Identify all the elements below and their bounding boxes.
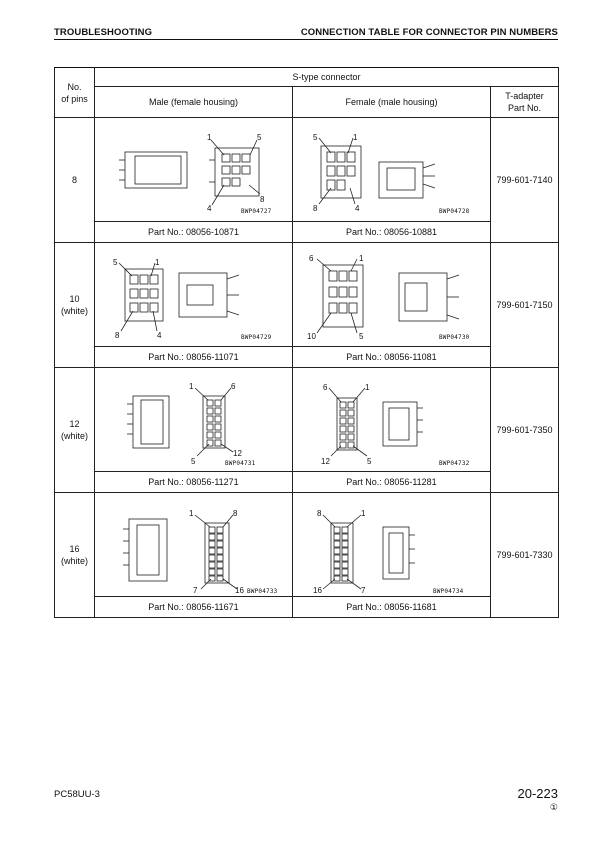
male-connector-figure: 1 6 5 12 BWP04731 <box>94 367 293 472</box>
pin-label: 5 <box>257 133 262 142</box>
female-part-number: Part No.: 08056-11081 <box>292 346 491 368</box>
figure-code: BWP04733 <box>247 588 278 595</box>
male-connector-figure: 5 1 8 4 BWP04729 <box>94 242 293 347</box>
pin-color: (white) <box>60 431 88 441</box>
figure-code: BWP04734 <box>433 588 464 595</box>
pin-label: 6 <box>231 382 236 391</box>
male-part-number: Part No.: 08056-10871 <box>94 221 293 243</box>
male-connector-drawing: 5 1 8 4 BWP04729 <box>113 258 272 341</box>
female-part-number: Part No.: 08056-10881 <box>292 221 491 243</box>
pin-color: (white) <box>60 556 88 566</box>
table-row: 12 (white) 1 6 5 12 BWP04731 <box>54 367 559 493</box>
pin-label: 4 <box>355 204 360 213</box>
female-connector-figure: 6 1 10 5 BWP04730 <box>292 242 491 347</box>
female-connector-drawing: 8 1 16 7 BWP04734 <box>313 509 464 595</box>
pin-label: 1 <box>359 254 364 263</box>
connector-table: No. of pins S-type connector Male (femal… <box>54 67 559 618</box>
figure-code: BWP04729 <box>241 334 272 341</box>
male-part-number: Part No.: 08056-11271 <box>94 471 293 493</box>
col-header-pins: No. of pins <box>54 67 95 118</box>
pin-label: 1 <box>365 383 370 392</box>
header-rule <box>54 39 558 40</box>
pin-count-cell: 16 (white) <box>54 492 95 618</box>
col-header-female: Female (male housing) <box>292 86 491 118</box>
pin-label: 5 <box>113 258 118 267</box>
col-header-pins-line2: of pins <box>61 93 88 104</box>
pin-label: 7 <box>361 586 366 595</box>
pin-label: 4 <box>207 204 212 213</box>
female-connector-figure: 6 1 12 5 BWP04732 <box>292 367 491 472</box>
pin-label: 12 <box>233 449 242 458</box>
male-part-number: Part No.: 08056-11071 <box>94 346 293 368</box>
female-connector-figure: 8 1 16 7 BWP04734 <box>292 492 491 597</box>
female-part-number: Part No.: 08056-11281 <box>292 471 491 493</box>
pin-label: 8 <box>233 509 238 518</box>
pin-color: (white) <box>60 306 88 316</box>
pin-label: 4 <box>157 331 162 340</box>
pin-label: 8 <box>317 509 322 518</box>
figure-code: BWP04727 <box>241 208 272 215</box>
figure-code: BWP04728 <box>439 208 470 215</box>
footer-revision-mark: ① <box>549 802 558 812</box>
pin-label: 1 <box>155 258 160 267</box>
female-connector-drawing: 6 1 12 5 BWP04732 <box>321 383 470 467</box>
header-section-title: TROUBLESHOOTING <box>54 27 153 38</box>
male-connector-figure: 1 8 7 16 BWP04733 <box>94 492 293 597</box>
pin-label: 6 <box>323 383 328 392</box>
pin-label: 8 <box>313 204 318 213</box>
pin-label: 1 <box>361 509 366 518</box>
pin-label: 1 <box>353 133 358 142</box>
pin-label: 1 <box>189 509 194 518</box>
pin-count: 8 <box>71 175 77 185</box>
female-part-number: Part No.: 08056-11681 <box>292 596 491 618</box>
footer-page-number: 20-223 <box>517 786 558 801</box>
male-part-number: Part No.: 08056-11671 <box>94 596 293 618</box>
male-connector-drawing: 1 6 5 12 BWP04731 <box>127 382 256 467</box>
table-row: 8 1 5 4 8 BWP04727 <box>54 117 559 243</box>
group-header: S-type connector <box>94 67 559 87</box>
col-header-adapter: T-adapter Part No. <box>490 86 559 118</box>
table-row: 16 (white) 1 8 7 16 <box>54 492 559 618</box>
pin-label: 5 <box>191 457 196 466</box>
figure-code: BWP04732 <box>439 460 470 467</box>
col-header-pins-line1: No. <box>67 81 82 92</box>
pin-label: 5 <box>367 457 372 466</box>
pin-label: 8 <box>260 195 265 204</box>
pin-label: 5 <box>359 332 364 341</box>
pin-label: 10 <box>307 332 316 341</box>
male-connector-figure: 1 5 4 8 BWP04727 <box>94 117 293 222</box>
footer-model: PC58UU-3 <box>54 789 100 800</box>
pin-count: 12 <box>69 419 80 429</box>
adapter-part-number: 799-601-7330 <box>490 492 559 618</box>
pin-count: 16 <box>69 544 80 554</box>
pin-label: 5 <box>313 133 318 142</box>
pin-label: 6 <box>309 254 314 263</box>
adapter-part-number: 799-601-7140 <box>490 117 559 243</box>
pin-label: 16 <box>235 586 244 595</box>
female-connector-drawing: 5 1 8 4 BWP04728 <box>313 133 470 215</box>
pin-label: 7 <box>193 586 198 595</box>
figure-code: BWP04731 <box>225 460 256 467</box>
col-header-male: Male (female housing) <box>94 86 293 118</box>
col-header-adapter-line1: T-adapter <box>505 91 544 101</box>
pin-count: 10 <box>69 294 80 304</box>
pin-count-cell: 10 (white) <box>54 242 95 368</box>
adapter-part-number: 799-601-7350 <box>490 367 559 493</box>
header-page-title: CONNECTION TABLE FOR CONNECTOR PIN NUMBE… <box>300 27 558 38</box>
female-connector-figure: 5 1 8 4 BWP04728 <box>292 117 491 222</box>
pin-label: 8 <box>115 331 120 340</box>
pin-label: 16 <box>313 586 322 595</box>
male-connector-drawing: 1 8 7 16 BWP04733 <box>123 509 278 595</box>
col-header-adapter-line2: Part No. <box>507 103 541 113</box>
pin-label: 1 <box>189 382 194 391</box>
male-connector-drawing: 1 5 4 8 BWP04727 <box>119 133 272 215</box>
pin-label: 12 <box>321 457 330 466</box>
table-row: 10 (white) 5 1 8 4 BWP04729 <box>54 242 559 368</box>
figure-code: BWP04730 <box>439 334 470 341</box>
female-connector-drawing: 6 1 10 5 BWP04730 <box>307 254 470 341</box>
pin-count-cell: 12 (white) <box>54 367 95 493</box>
adapter-part-number: 799-601-7150 <box>490 242 559 368</box>
pin-label: 1 <box>207 133 212 142</box>
pin-count-cell: 8 <box>54 117 95 243</box>
